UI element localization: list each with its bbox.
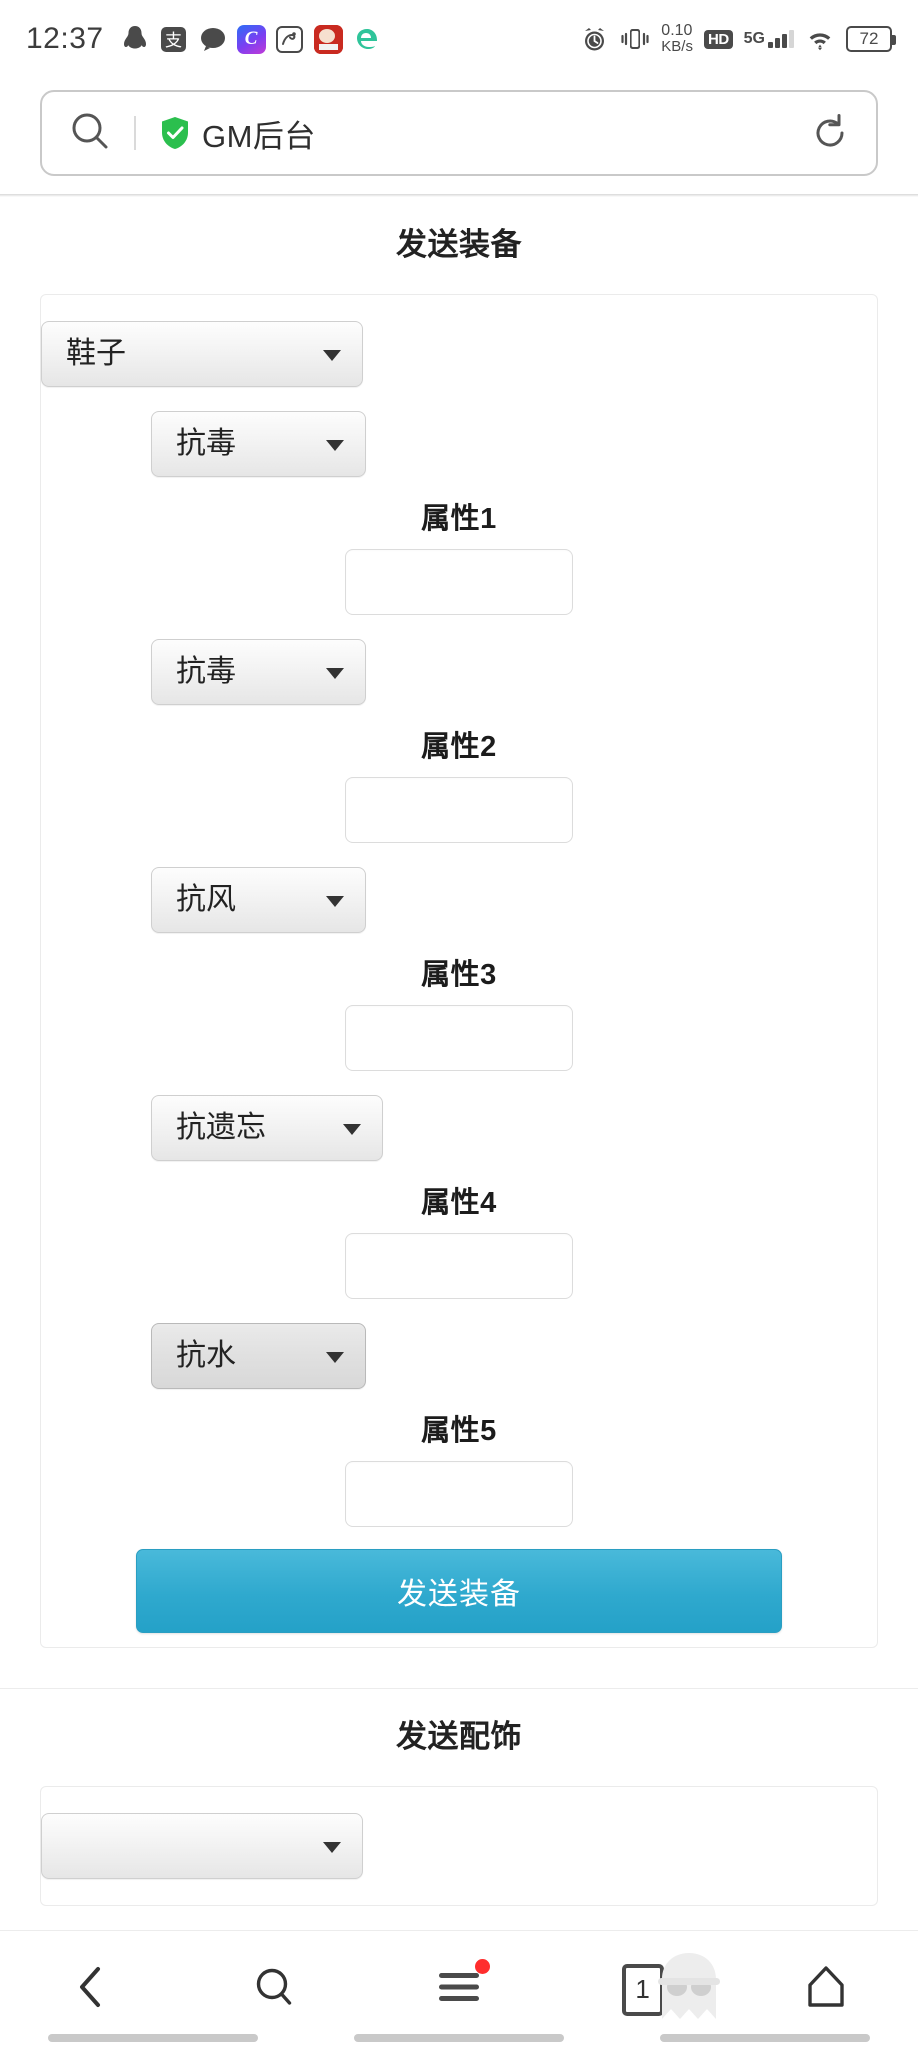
accessory-form-card (40, 1786, 878, 1906)
nav-back-button[interactable] (17, 1931, 167, 2048)
attribute-5-select-wrapper[interactable]: 抗水 (151, 1323, 366, 1389)
attribute-3-input-row (41, 993, 877, 1071)
chevron-left-icon[interactable] (72, 1963, 112, 2016)
attribute-4-input[interactable] (345, 1233, 573, 1299)
gesture-indicators (0, 2034, 918, 2042)
browser-bottom-nav: 1 (0, 1930, 918, 2048)
svg-text:支: 支 (165, 31, 182, 51)
network-speed-value: 0.10 (661, 22, 693, 39)
wifi-icon (805, 24, 835, 54)
attribute-2-select-row: 抗毒 (41, 615, 877, 705)
network-speed-unit: KB/s (661, 38, 693, 55)
attribute-2-input-row (41, 765, 877, 843)
attribute-1-select-row: 抗毒 (41, 387, 877, 477)
nav-home-button[interactable] (751, 1931, 901, 2048)
nav-tabs-button[interactable]: 1 (568, 1931, 720, 2048)
attribute-5-input-row (41, 1449, 877, 1527)
attribute-3-select-row: 抗风 (41, 843, 877, 933)
attribute-4-label: 属性4 (421, 1187, 497, 1219)
uc-browser-icon (275, 24, 305, 54)
attribute-4-input-row (41, 1221, 877, 1299)
battery-level: 72 (859, 29, 879, 48)
equip-form-card: 鞋子 抗毒 属性1 抗毒 (40, 294, 878, 1648)
attribute-1-select[interactable]: 抗毒 (151, 411, 366, 477)
status-time: 12:37 (26, 22, 104, 55)
menu-icon[interactable] (435, 1967, 483, 2012)
signal-indicator: 5G (744, 30, 794, 48)
address-bar-divider (134, 116, 136, 150)
attribute-4-select-row: 抗遗忘 (41, 1071, 877, 1161)
status-bar: 12:37 支 C (0, 0, 918, 78)
red-app-icon (313, 24, 343, 54)
attribute-5-label: 属性5 (421, 1415, 497, 1447)
accessory-select-wrapper[interactable] (41, 1813, 363, 1879)
attribute-2-label: 属性2 (421, 731, 497, 763)
page-title: GM后台 (202, 118, 316, 154)
signal-bars-icon (768, 30, 794, 48)
attribute-2-select-wrapper[interactable]: 抗毒 (151, 639, 366, 705)
network-speed: 0.10 KB/s (661, 23, 693, 55)
attribute-1-select-wrapper[interactable]: 抗毒 (151, 411, 366, 477)
send-equipment-button[interactable]: 发送装备 (136, 1549, 782, 1633)
status-right-icons: 0.10 KB/s HD 5G 72 (579, 23, 896, 55)
browser-toolbar: GM后台 (0, 78, 918, 194)
accessory-select[interactable] (41, 1813, 363, 1879)
attribute-3-select[interactable]: 抗风 (151, 867, 366, 933)
attribute-1-input[interactable] (345, 549, 573, 615)
attribute-1-label: 属性1 (421, 503, 497, 535)
shield-check-icon (160, 116, 190, 150)
address-bar[interactable]: GM后台 (40, 90, 878, 176)
item-select-row: 鞋子 (41, 295, 877, 387)
equip-section-title: 发送装备 (396, 227, 522, 262)
accessory-select-row (41, 1787, 877, 1879)
toolbar-shadow (0, 194, 918, 197)
c-app-icon: C (236, 24, 266, 54)
edge-icon (352, 24, 382, 54)
section-divider (0, 1688, 918, 1689)
attribute-5-select[interactable]: 抗水 (151, 1323, 366, 1389)
attribute-3-label: 属性3 (421, 959, 497, 991)
network-type-label: 5G (743, 30, 765, 47)
hd-badge: HD (703, 29, 733, 49)
battery-indicator: 72 (846, 26, 896, 52)
wechat-icon (198, 24, 228, 54)
attribute-4-select[interactable]: 抗遗忘 (151, 1095, 383, 1161)
nav-search-button[interactable] (200, 1931, 350, 2048)
vibrate-icon (620, 24, 650, 54)
search-icon[interactable] (253, 1965, 297, 2014)
attribute-1-input-row (41, 537, 877, 615)
alipay-icon: 支 (159, 24, 189, 54)
attribute-5-select-row: 抗水 (41, 1299, 877, 1389)
home-icon[interactable] (804, 1963, 848, 2016)
attribute-3-select-wrapper[interactable]: 抗风 (151, 867, 366, 933)
attribute-3-input[interactable] (345, 1005, 573, 1071)
item-select[interactable]: 鞋子 (41, 321, 363, 387)
page-content: 发送装备 鞋子 抗毒 属性1 (0, 197, 918, 1906)
attribute-4-select-wrapper[interactable]: 抗遗忘 (151, 1095, 383, 1161)
search-icon[interactable] (68, 109, 112, 158)
menu-badge-dot (474, 1959, 490, 1974)
status-left-icons: 支 C (120, 24, 382, 54)
reload-icon[interactable] (810, 113, 850, 153)
accessory-section-title: 发送配饰 (396, 1719, 522, 1754)
attribute-2-select[interactable]: 抗毒 (151, 639, 366, 705)
attribute-2-input[interactable] (345, 777, 573, 843)
item-select-wrapper[interactable]: 鞋子 (41, 321, 363, 387)
attribute-5-input[interactable] (345, 1461, 573, 1527)
alarm-clock-icon (579, 24, 609, 54)
qq-icon (120, 24, 150, 54)
ghost-avatar-icon[interactable] (646, 1947, 732, 2038)
nav-menu-button[interactable] (384, 1931, 534, 2048)
